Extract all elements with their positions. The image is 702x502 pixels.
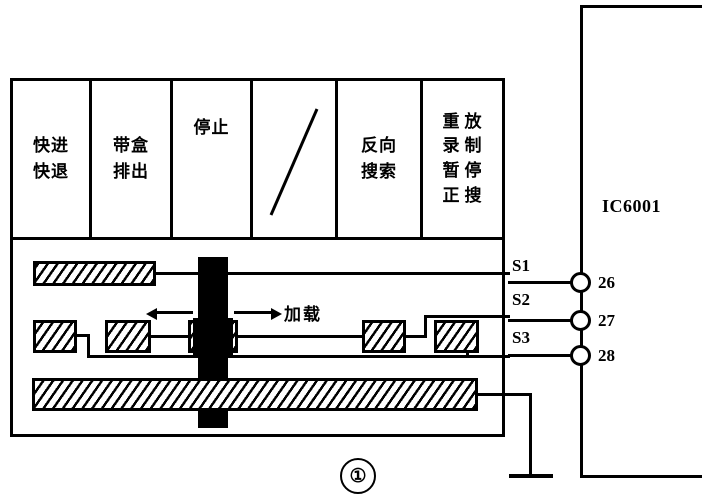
ic-label: IC6001 (602, 196, 662, 216)
table-cell-blank-slash (253, 81, 335, 237)
table-cell-label: 反向 搜索 (361, 135, 397, 182)
table-cell-label: 带盒 排出 (113, 135, 149, 182)
wire-pin-27 (508, 319, 572, 322)
ic-bus-line (580, 5, 583, 478)
arrow-left-shaft (155, 311, 193, 314)
arrow-right-shaft (234, 311, 272, 314)
table-cell-label: 停止 (193, 118, 230, 138)
table-column-divider (335, 81, 338, 237)
ic-pin-27-terminal (570, 310, 591, 331)
ic-pin-27-number: 27 (598, 311, 615, 330)
table-cell-label: 快进 快退 (33, 135, 69, 182)
ic-pin-28-terminal (570, 345, 591, 366)
mechanism-slider-bottom (32, 378, 478, 411)
load-label: 加载 (284, 305, 322, 325)
table-column-divider (170, 81, 173, 237)
table-cell-fast-forward-rewind: 快进 快退 (13, 81, 89, 237)
ic-bus-top-stub (580, 5, 702, 8)
table-cell-label-right: 放 制 停 搜 (464, 111, 483, 206)
wire-s2 (424, 315, 510, 318)
contact-block-left-1 (33, 320, 77, 353)
table-cell-cassette-eject: 带盒 排出 (92, 81, 170, 237)
ic-bus-bottom-stub (580, 475, 702, 478)
plunger-collar (193, 318, 233, 355)
wire-pin-26 (508, 281, 572, 284)
table-column-divider (420, 81, 423, 237)
mechanism-box (10, 240, 505, 437)
table-cell-label-left: 重 录 暂 正 (442, 111, 461, 206)
figure-number: ① (340, 458, 376, 494)
switch-label-s1: S1 (512, 256, 530, 275)
wire-s1 (155, 272, 510, 275)
wire-ground-v (529, 393, 532, 476)
wire-seg (236, 335, 364, 338)
diagonal-slash-icon (269, 108, 319, 216)
table-column-divider (250, 81, 253, 237)
table-column-divider (89, 81, 92, 237)
arrow-right-head-icon (271, 308, 282, 320)
function-table: 快进 快退 带盒 排出 停止 反向 搜索 重 录 暂 正 放 制 停 搜 (10, 78, 505, 240)
wire-s3 (87, 355, 510, 358)
wire-seg (466, 350, 469, 357)
wire-seg (405, 335, 427, 338)
table-cell-stop: 停止 (173, 81, 250, 237)
wire-seg (424, 315, 427, 337)
wire-seg (87, 334, 90, 358)
contact-block-right-1 (362, 320, 406, 353)
wire-seg (150, 335, 190, 338)
switch-label-s2: S2 (512, 290, 530, 309)
wire-ground-h (477, 393, 532, 396)
ground-symbol (509, 474, 553, 478)
ic-pin-26-number: 26 (598, 273, 615, 292)
table-cell-reverse-search: 反向 搜索 (338, 81, 420, 237)
contact-block-right-2 (434, 320, 479, 353)
ic-pin-26-terminal (570, 272, 591, 293)
ic-pin-28-number: 28 (598, 346, 615, 365)
mechanism-slider-top (33, 261, 156, 286)
table-cell-playback-record: 重 录 暂 正 放 制 停 搜 (423, 81, 502, 237)
wire-pin-28 (508, 354, 572, 357)
switch-label-s3: S3 (512, 328, 530, 347)
arrow-left-head-icon (146, 308, 157, 320)
wire-seg (76, 334, 90, 337)
contact-block-left-2 (105, 320, 151, 353)
